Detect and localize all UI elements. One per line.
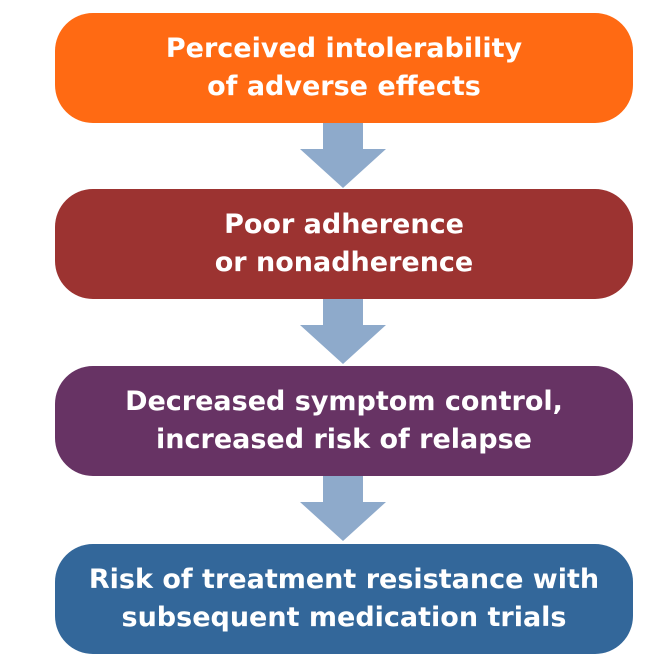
step-3-line-1: Decreased symptom control,	[125, 386, 563, 417]
step-1-line-2: of adverse effects	[207, 71, 481, 102]
step-3-line-2: increased risk of relapse	[156, 424, 532, 455]
step-4-line-2: subsequent medication trials	[121, 602, 567, 633]
down-arrow-icon	[300, 123, 386, 188]
step-2-line-2: or nonadherence	[214, 247, 474, 278]
step-2-box: Poor adherence or nonadherence	[55, 189, 633, 299]
down-arrow-icon	[300, 299, 386, 364]
step-1-box: Perceived intolerability of adverse effe…	[55, 13, 633, 123]
step-2-line-1: Poor adherence	[224, 209, 464, 240]
step-1-line-1: Perceived intolerability	[165, 33, 523, 64]
down-arrow-icon	[300, 476, 386, 541]
step-4-box: Risk of treatment resistance with subseq…	[55, 544, 633, 654]
step-3-box: Decreased symptom control, increased ris…	[55, 366, 633, 476]
step-4-line-1: Risk of treatment resistance with	[88, 564, 600, 595]
